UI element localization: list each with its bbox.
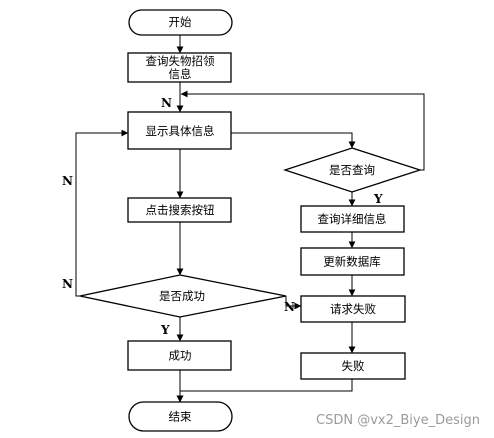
node-fail-text: 失败	[342, 359, 365, 373]
label-y-success: Y	[160, 323, 170, 337]
node-text-line: 成功	[169, 349, 192, 363]
label-n-top: N	[161, 96, 172, 110]
node-text-line: 失败	[342, 359, 365, 373]
node-click-search	[127, 197, 232, 223]
node-start	[128, 9, 233, 36]
node-text-line: 显示具体信息	[146, 124, 215, 138]
node-query-lost	[127, 52, 232, 83]
node-query-detail	[300, 205, 405, 233]
node-show-detail	[127, 111, 232, 150]
node-text-line: 结束	[169, 410, 192, 424]
node-text-line: 请求失败	[330, 302, 376, 316]
node-update-db	[300, 247, 405, 276]
node-is-query-text: 是否查询	[329, 163, 375, 177]
node-text-line: 是否查询	[329, 163, 375, 177]
node-text-line: 更新数据库	[323, 255, 381, 269]
node-update-db-text: 更新数据库	[323, 255, 381, 269]
node-text-line: 查询详细信息	[318, 212, 387, 226]
edge-is-success-to-request-fail	[285, 296, 302, 310]
branch-labels: N N N N Y Y	[62, 96, 383, 337]
node-click-search-text: 点击搜索按钮	[146, 203, 215, 217]
node-text-line: 点击搜索按钮	[146, 203, 215, 217]
node-show-detail-text: 显示具体信息	[146, 124, 215, 138]
label-y-query: Y	[373, 192, 383, 206]
node-is-query	[282, 147, 423, 193]
node-is-success-text: 是否成功	[159, 289, 205, 303]
edge-show-detail-to-is-query	[231, 132, 356, 149]
edge-is-success-no-loop	[75, 129, 129, 297]
watermark: CSDN @vx2_Biye_Design	[316, 413, 480, 428]
label-n-left-lower: N	[62, 277, 73, 291]
node-request-fail	[300, 295, 406, 323]
node-text-line: 开始	[169, 15, 192, 29]
node-end	[128, 401, 233, 432]
node-text-line: 查询失物招领	[146, 54, 215, 68]
node-fail	[300, 352, 406, 380]
node-success-text: 成功	[169, 349, 192, 363]
flowchart-nodes: 开始 查询失物招领信息 显示具体信息 点击搜索按钮 是否成功 成功 结束 是否查…	[79, 9, 423, 432]
node-text-line: 信息	[169, 67, 192, 81]
label-n-left-upper: N	[62, 174, 73, 188]
node-end-text: 结束	[169, 410, 192, 424]
node-start-text: 开始	[169, 15, 192, 29]
node-success	[127, 340, 232, 371]
edge-fail-to-end	[176, 379, 353, 403]
node-query-detail-text: 查询详细信息	[318, 212, 387, 226]
label-n-right: N	[284, 300, 295, 314]
node-request-fail-text: 请求失败	[330, 302, 376, 316]
node-is-success	[79, 274, 287, 318]
node-query-lost-text: 查询失物招领信息	[146, 54, 215, 81]
node-text-line: 是否成功	[159, 289, 205, 303]
